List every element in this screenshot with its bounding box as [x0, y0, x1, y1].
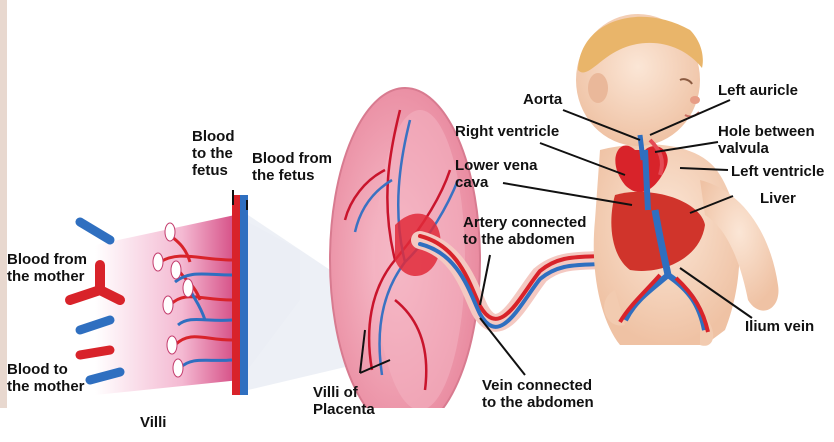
bottom-band — [0, 408, 834, 442]
left-edge-strip — [0, 0, 7, 442]
label-blood-from-fetus: Blood from the fetus — [252, 150, 332, 184]
label-aorta: Aorta — [523, 91, 562, 108]
label-blood-to-mother: Blood to the mother — [7, 361, 85, 395]
label-blood-to-fetus: Blood to the fetus — [192, 128, 235, 179]
label-villi: Villi — [140, 414, 166, 431]
label-left-auricle: Left auricle — [718, 82, 798, 99]
label-left-ventricle: Left ventricle — [731, 163, 824, 180]
label-vein-connected: Vein connected to the abdomen — [482, 377, 594, 411]
label-villi-of-placenta: Villi of Placenta — [313, 384, 375, 418]
label-right-ventricle: Right ventricle — [455, 123, 559, 140]
label-hole-between-valvula: Hole between valvula — [718, 123, 815, 157]
label-liver: Liver — [760, 190, 796, 207]
label-ilium-vein: Ilium vein — [745, 318, 814, 335]
label-lower-vena-cava: Lower vena cava — [455, 157, 538, 191]
label-artery-connected: Artery connected to the abdomen — [463, 214, 586, 248]
label-blood-from-mother: Blood from the mother — [7, 251, 87, 285]
